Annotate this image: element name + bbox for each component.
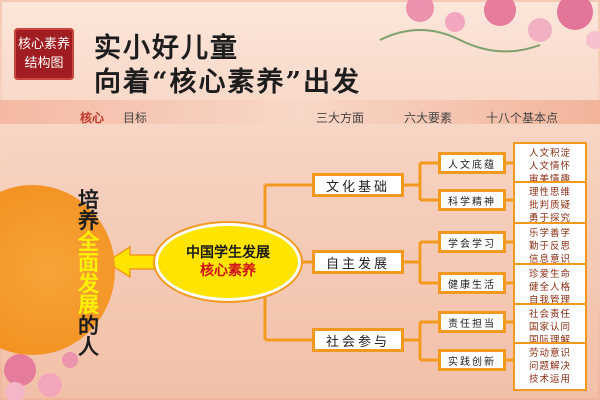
seal-line-1: 核心素养	[17, 37, 70, 52]
goal-char-4: 面	[78, 251, 99, 275]
header-core: 核心	[80, 111, 105, 125]
goal-char-7: 的	[78, 314, 99, 338]
flower-decoration-top	[379, 0, 600, 53]
core-line-1: 中国学生发展	[186, 245, 270, 261]
header-target: 目标	[123, 111, 148, 125]
point-item: 理性思维	[528, 187, 571, 198]
element-healthy-living: 健康生活	[438, 272, 506, 294]
aspect2-to-elements-line	[404, 240, 438, 285]
point-item: 社会责任	[528, 309, 571, 320]
goal-char-1: 培	[78, 188, 99, 212]
aspect1-to-elements-line	[404, 161, 438, 202]
points-innovation: 劳动意识 问题解决 技术运用	[513, 342, 587, 391]
points-learning: 乐学善学 勤于反思 信息意识	[513, 222, 587, 271]
arrow-core-to-goal	[104, 245, 159, 279]
point-item: 健全人格	[528, 282, 571, 293]
point-item: 审美情趣	[528, 174, 571, 185]
point-item: 勇于探究	[528, 213, 571, 224]
goal-char-8: 人	[78, 335, 99, 359]
point-item: 问题解决	[528, 361, 571, 372]
point-item: 劳动意识	[528, 348, 571, 359]
element-humanities: 人文底蕴	[438, 152, 506, 174]
aspect-self-development: 自主发展	[312, 250, 404, 274]
point-item: 人文积淀	[528, 148, 571, 159]
point-item: 技术运用	[528, 374, 571, 385]
aspect-culture: 文化基础	[312, 173, 404, 197]
element-science: 科学精神	[438, 189, 506, 211]
aspect-social-participation: 社会参与	[312, 328, 404, 352]
point-item: 自我管理	[528, 295, 571, 306]
point-item: 国家认同	[528, 322, 571, 333]
aspect3-to-elements-line	[404, 320, 438, 362]
goal-char-5: 发	[78, 272, 99, 296]
seal-line-2: 结构图	[24, 56, 64, 71]
element-innovation: 实践创新	[438, 349, 506, 371]
point-item: 乐学善学	[528, 228, 571, 239]
core-line-2: 核心素养	[200, 263, 256, 279]
elements-to-points-line	[506, 161, 513, 362]
point-item: 国际理解	[528, 335, 571, 346]
point-item: 珍爱生命	[528, 269, 571, 280]
header-strip	[0, 100, 600, 124]
core-node: 中国学生发展 核心素养	[155, 223, 301, 301]
flower-decoration-bottom	[4, 352, 78, 400]
point-item: 人文情怀	[528, 161, 571, 172]
goal-char-6: 展	[78, 293, 99, 317]
goal-char-3: 全	[78, 230, 99, 254]
seal-badge: 核心素养 结构图	[14, 28, 74, 80]
points-science: 理性思维 批判质疑 勇于探究	[513, 181, 587, 230]
header-three-aspects: 三大方面	[316, 111, 365, 125]
element-learning: 学会学习	[438, 231, 506, 253]
point-item: 信息意识	[528, 254, 571, 265]
header-eighteen-points: 十八个基本点	[486, 111, 559, 125]
element-responsibility: 责任担当	[438, 311, 506, 333]
point-item: 批判质疑	[528, 200, 571, 211]
point-item: 勤于反思	[528, 241, 571, 252]
goal-char-2: 养	[78, 209, 99, 233]
header-six-elements: 六大要素	[404, 111, 453, 125]
page-title-line-2: 向着“核心素养”出发	[94, 67, 362, 98]
page-title-line-1: 实小好儿童	[94, 33, 239, 64]
